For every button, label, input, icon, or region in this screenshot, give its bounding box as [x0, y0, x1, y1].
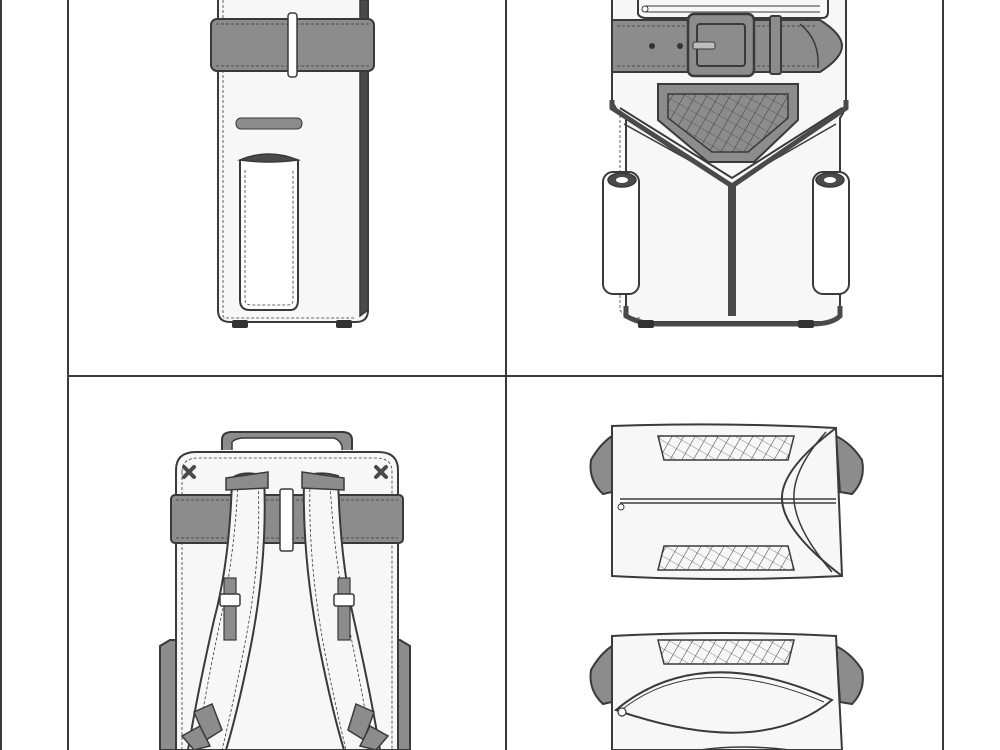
right-side-pocket [812, 171, 850, 295]
front-mesh-pocket [657, 83, 799, 163]
panel-front-view [602, 0, 850, 328]
corner-x-marks [182, 465, 388, 479]
right-shoulder-strap [301, 471, 390, 750]
opened-zipper-flap [613, 671, 834, 734]
panel-back-view [159, 431, 411, 750]
back-strap-band [170, 488, 404, 552]
top-mesh-pocket-upper [657, 435, 795, 461]
top-mesh-pocket-lower [657, 545, 795, 571]
top-view-upper [589, 423, 864, 580]
side-bottle-pocket [237, 153, 301, 311]
side-feet [232, 320, 352, 328]
center-seam [728, 184, 736, 316]
top-view-lower [589, 632, 864, 750]
left-shoulder-strap [180, 471, 269, 750]
left-side-pocket [602, 171, 640, 295]
front-feet [638, 320, 814, 328]
belt-buckle [686, 12, 782, 78]
top-mesh-pocket-lower-view [657, 639, 795, 665]
panel-side-view [210, 0, 375, 328]
panel-top-view [589, 423, 864, 750]
side-grab-loop [235, 117, 303, 130]
compression-strap [210, 12, 375, 78]
panel-grid [0, 0, 944, 750]
top-zipper-line [617, 498, 836, 511]
